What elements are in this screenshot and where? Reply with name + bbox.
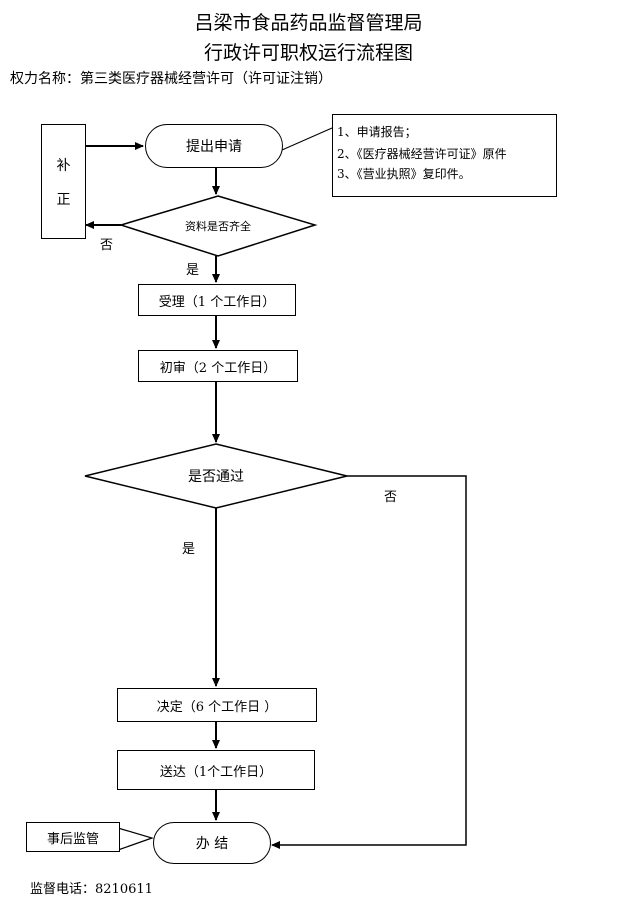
power-name: 权力名称：第三类医疗器械经营许可（许可证注销） — [10, 71, 332, 87]
decision-diamond-materials — [118, 195, 318, 257]
materials-note-box: 1、申请报告； 2、《医疗器械经营许可证》原件 3、《营业执照》复印件。 — [332, 114, 557, 197]
pass-check-label: 是否通过 — [188, 469, 244, 485]
no-label-1: 否 — [100, 238, 114, 253]
sub-title: 行政许可职权运行流程图 — [203, 42, 413, 64]
no-label-2: 否 — [384, 490, 398, 505]
first-review-node: 初审（2 个工作日） — [138, 350, 298, 382]
supplement-char-2: 正 — [56, 191, 71, 208]
decision-node: 决定（6 个工作日 ） — [117, 688, 317, 722]
post-supervision-pointer — [117, 827, 154, 851]
yes-label-1: 是 — [186, 263, 200, 278]
note-line-2: 2、《医疗器械经营许可证》原件 — [337, 147, 507, 161]
materials-check-label: 资料是否齐全 — [185, 220, 251, 233]
supervision-phone: 监督电话：8210611 — [30, 882, 153, 897]
supplement-box: 补 正 — [41, 124, 86, 239]
supplement-char-1: 补 — [56, 157, 71, 174]
main-title: 吕梁市食品药品监督管理局 — [194, 12, 423, 34]
submit-application-node: 提出申请 — [145, 124, 283, 168]
yes-label-2: 是 — [182, 542, 196, 557]
note-line-3: 3、《营业执照》复印件。 — [337, 167, 471, 181]
finish-node: 办 结 — [153, 822, 271, 864]
delivery-node: 送达（1个工作日） — [117, 750, 315, 790]
post-supervision-node: 事后监管 — [26, 822, 120, 852]
note-line-1: 1、申请报告； — [337, 125, 417, 139]
accept-node: 受理（1 个工作日） — [138, 284, 296, 316]
